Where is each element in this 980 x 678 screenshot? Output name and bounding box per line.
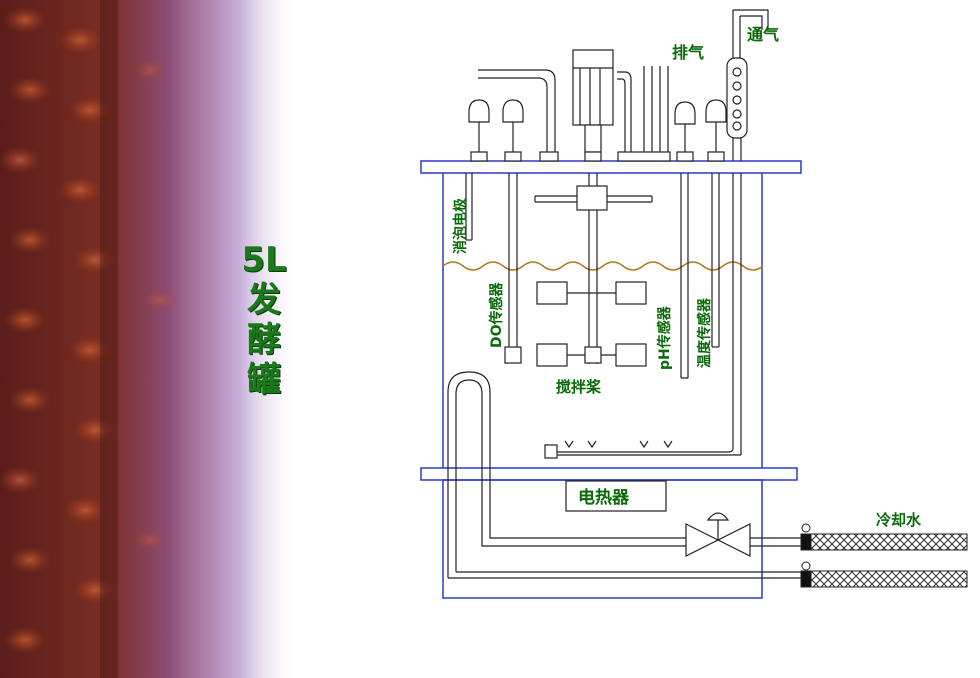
motor <box>572 49 614 126</box>
label-vent: 通气 <box>747 25 779 44</box>
exhaust-pipe <box>478 69 559 162</box>
label-defoam-electrode: 消泡电极 <box>452 197 469 254</box>
vessel <box>420 160 802 599</box>
label-do-sensor: DO传感器 <box>488 281 505 348</box>
label-exhaust: 排气 <box>672 43 704 62</box>
jacket-body <box>442 479 763 599</box>
label-temperature-sensor: 温度传感器 <box>696 297 713 368</box>
cooling-coil <box>447 371 801 579</box>
ph-sensor <box>674 101 696 379</box>
title-line-3: 酵 <box>247 320 281 360</box>
defoam-electrode <box>465 99 490 241</box>
top-flange <box>420 160 802 174</box>
title-line-2: 发 <box>247 280 281 320</box>
title-line-1: 5L <box>241 240 287 280</box>
background-dots <box>0 6 180 654</box>
agitator <box>534 49 653 367</box>
air-inlet <box>544 9 769 459</box>
temperature-sensor <box>705 99 727 348</box>
air-filter <box>726 57 748 139</box>
label-cooling-water: 冷却水 <box>876 511 922 529</box>
title-line-4: 罐 <box>247 360 281 400</box>
jacket-flange <box>420 467 798 481</box>
label-ph-sensor: pH传感器 <box>656 305 673 370</box>
do-sensor <box>502 99 524 364</box>
cooling-water-hoses <box>800 523 968 588</box>
heater-box <box>565 480 667 512</box>
slide-title: 5L 发 酵 罐 <box>236 240 292 400</box>
liquid-surface <box>442 261 764 271</box>
cooling-valve <box>685 512 801 557</box>
label-impeller: 搅拌桨 <box>556 378 602 396</box>
label-heater: 电热器 <box>578 487 630 508</box>
exhaust-outlet <box>617 66 671 162</box>
